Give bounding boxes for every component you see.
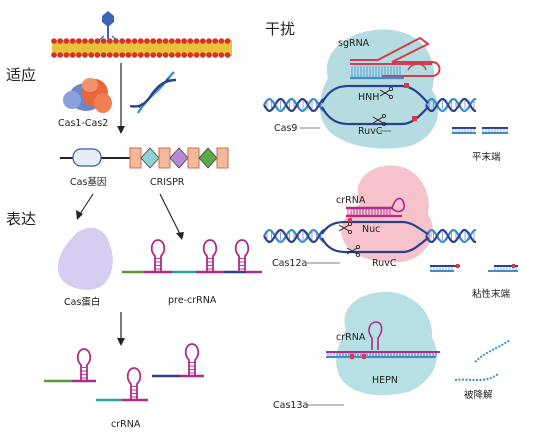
crrna-3 xyxy=(152,343,204,378)
hnh-label: HNH xyxy=(358,92,379,103)
arrow-adaptation xyxy=(117,63,125,134)
cas12a-label: Cas12a xyxy=(272,258,307,269)
crrna-2 xyxy=(96,367,148,402)
blunt-end-label: 平末端 xyxy=(472,151,501,163)
crispr-locus xyxy=(60,147,229,169)
cas1-cas2-label: Cas1-Cas2 xyxy=(58,118,108,129)
cas13a-blob xyxy=(336,291,438,396)
section-expression: 表达 xyxy=(6,210,36,228)
hepn-label: HEPN xyxy=(372,375,398,386)
cas9-blob xyxy=(320,29,439,149)
cell-membrane xyxy=(51,38,232,58)
ruvc-label-cas12a: RuvC xyxy=(372,258,397,269)
cas-gene-box xyxy=(72,148,102,167)
nuc-label: Nuc xyxy=(362,224,380,235)
cas9-label: Cas9 xyxy=(274,123,297,134)
sgrna-label: sgRNA xyxy=(338,38,370,49)
dna-helix-icon xyxy=(129,71,177,114)
scissors-icon xyxy=(338,222,353,235)
sticky-end-products xyxy=(430,264,518,272)
phage-icon xyxy=(97,11,119,42)
scissors-icon xyxy=(346,245,361,258)
pre-crrna xyxy=(122,239,262,274)
sticky-end-label: 粘性末端 xyxy=(472,288,511,300)
arrow-to-precrrna xyxy=(159,193,184,240)
scissors-icon xyxy=(379,87,394,100)
cas-protein-label: Cas蛋白 xyxy=(64,296,100,308)
cas13a-panel xyxy=(326,291,440,396)
arrow-to-protein xyxy=(76,193,94,220)
crispr-label: CRISPR xyxy=(150,177,185,188)
cas1-cas2-complex xyxy=(63,78,112,113)
degraded-label: 被降解 xyxy=(464,389,493,401)
blunt-end-products xyxy=(452,127,508,134)
arrow-to-crrna xyxy=(117,312,125,346)
mature-crrna-group xyxy=(44,343,204,402)
crrna-1 xyxy=(44,348,96,383)
pre-crrna-label: pre-crRNA xyxy=(168,295,217,306)
section-interference: 干扰 xyxy=(265,20,295,38)
crrna-label: crRNA xyxy=(111,419,141,430)
cas12a-panel xyxy=(263,165,476,263)
cas-gene-label: Cas基因 xyxy=(70,176,106,188)
cas9-panel xyxy=(263,29,476,149)
degraded-rna xyxy=(454,339,511,381)
ruvc-label: RuvC xyxy=(358,126,383,137)
cas-protein-blob xyxy=(57,227,113,290)
scissors-icon xyxy=(372,114,387,127)
section-adaptation: 适应 xyxy=(6,66,36,84)
crispr-array xyxy=(129,147,229,169)
cas13a-label: Cas13a xyxy=(273,400,308,411)
crrna-label-cas12a: crRNA xyxy=(336,195,366,206)
crrna-label-cas13a: crRNA xyxy=(336,332,366,343)
